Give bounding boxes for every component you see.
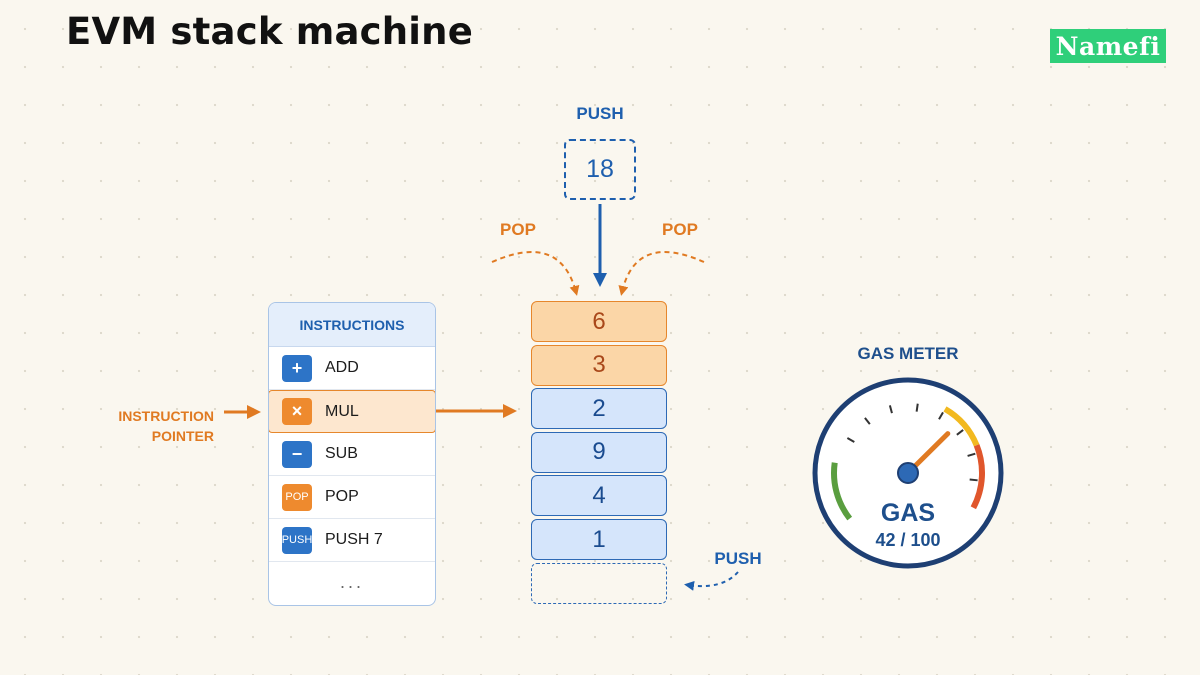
stack-cell: 3	[531, 344, 667, 386]
logo-text: Namefi	[1055, 31, 1161, 61]
instruction-label: MUL	[325, 402, 359, 420]
instruction-row-push-7[interactable]: PUSH PUSH 7	[269, 519, 435, 562]
gauge-yellow-zone	[943, 406, 980, 447]
push-icon: PUSH	[282, 526, 312, 554]
pop-icon: POP	[282, 483, 312, 511]
instruction-label: SUB	[325, 445, 358, 462]
instruction-label: PUSH 7	[325, 531, 383, 548]
pop-left-label: POP	[500, 220, 536, 239]
page-title: EVM stack machine	[66, 10, 474, 53]
instruction-pointer-line2: POINTER	[151, 428, 214, 444]
gauge-red-zone	[970, 444, 985, 510]
push-bottom-label: PUSH	[714, 549, 762, 568]
instructions-header: INSTRUCTIONS	[269, 303, 435, 347]
multiply-icon: ×	[282, 398, 312, 425]
instructions-list: + ADD × MUL −SUB POP POP PUSH PUSH 7	[269, 347, 435, 562]
gauge-tick	[967, 452, 976, 457]
gauge-tick	[956, 429, 964, 436]
instruction-row-pop[interactable]: POP POP	[269, 476, 435, 519]
gauge-tick	[938, 411, 944, 420]
gauge-tick	[915, 403, 919, 412]
namefi-logo: Namefi	[1050, 29, 1166, 63]
gas-label: GAS	[880, 499, 936, 527]
gauge-green-zone	[831, 462, 853, 521]
stack-cell: 2	[531, 388, 667, 430]
gauge-tick	[969, 478, 978, 482]
stack-cell: 1	[531, 519, 667, 560]
gauge-hub	[897, 462, 919, 484]
gas-reading: 42 / 100	[875, 530, 941, 550]
gas-gauge	[812, 377, 1004, 569]
instruction-pointer-line1: INSTRUCTION	[118, 408, 214, 424]
gauge-tick	[846, 437, 855, 443]
instruction-label: POP	[325, 488, 359, 505]
stack-cell: 6	[531, 301, 667, 342]
push-top-label: PUSH	[576, 104, 624, 123]
push-bottom-arrow	[684, 571, 739, 591]
push-value-box: 18	[564, 139, 636, 200]
stack-empty-slot	[531, 563, 667, 604]
pop-right-label: POP	[662, 220, 698, 239]
instruction-row-sub[interactable]: −SUB	[269, 433, 435, 476]
stack-cell: 9	[531, 431, 667, 473]
stack-cell: 4	[531, 475, 667, 517]
pop-right-arrow	[618, 251, 705, 296]
gas-meter-title: GAS METER	[857, 344, 959, 363]
instruction-row-mul[interactable]: × MUL	[269, 390, 435, 433]
instruction-row-add[interactable]: + ADD	[269, 347, 435, 390]
instruction-label: ADD	[325, 359, 359, 376]
gauge-tick	[864, 417, 871, 425]
pop-left-arrow	[491, 251, 580, 296]
gauge-tick	[888, 405, 893, 414]
minus-icon: −	[282, 440, 312, 468]
plus-icon: +	[282, 354, 312, 382]
instruction-pointer-label: INSTRUCTION POINTER	[110, 406, 214, 446]
more-instructions: ...	[339, 571, 364, 592]
